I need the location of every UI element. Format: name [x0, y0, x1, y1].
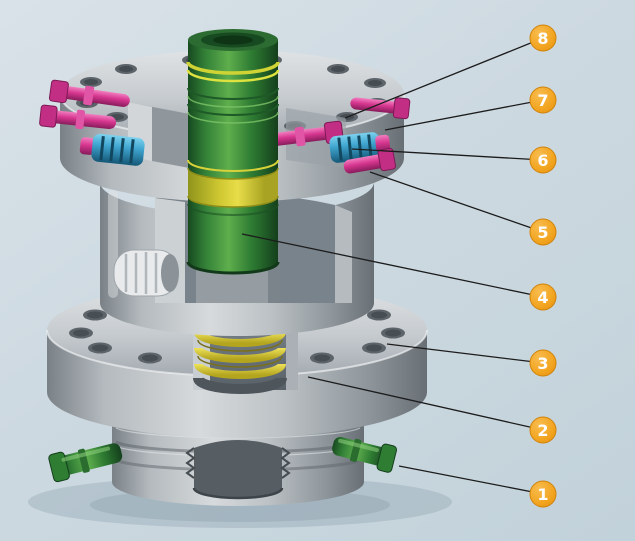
hanger-mandrel: [186, 29, 280, 275]
callout-1: 1: [398, 465, 557, 508]
test-plug-left: [48, 443, 123, 483]
stud-left-upper: [48, 79, 130, 107]
leader-line-4: [241, 233, 544, 298]
wellhead-cutaway-illustration: [28, 29, 452, 528]
valve-fitting-left: [79, 133, 145, 166]
threaded-side-outlet: [113, 249, 179, 297]
bottom-bore-opening: [185, 440, 291, 500]
leader-line-3: [386, 343, 544, 364]
callout-badge-4: [529, 283, 557, 311]
leader-line-5: [369, 171, 544, 233]
callout-8: 8: [344, 24, 557, 119]
callout-6: 6: [351, 146, 557, 174]
leader-line-1: [398, 465, 544, 495]
callout-number-3: 3: [537, 354, 548, 373]
callout-4: 4: [241, 233, 557, 311]
callout-number-2: 2: [537, 421, 548, 440]
callout-number-7: 7: [537, 91, 548, 110]
callout-badge-1: [529, 480, 557, 508]
leader-line-8: [344, 37, 544, 119]
callout-number-8: 8: [537, 29, 548, 48]
callout-badge-5: [529, 218, 557, 246]
callout-badge-8: [529, 24, 557, 52]
stud-left-lower: [39, 104, 117, 130]
callout-number-1: 1: [537, 485, 548, 504]
callouts: 8 7 6 5 4 3 2: [241, 24, 557, 508]
callout-number-6: 6: [537, 151, 548, 170]
leader-line-7: [384, 99, 544, 131]
callout-badge-2: [529, 416, 557, 444]
callout-7: 7: [384, 86, 557, 131]
test-plug-right: [332, 437, 397, 473]
callout-number-5: 5: [537, 223, 548, 242]
valve-fitting-right: [329, 132, 391, 163]
nut-right-lower: [343, 147, 397, 174]
leader-line-2: [307, 376, 544, 431]
callout-3: 3: [386, 343, 557, 377]
callout-badge-7: [529, 86, 557, 114]
callout-2: 2: [307, 376, 557, 444]
callout-badge-6: [529, 146, 557, 174]
callout-number-4: 4: [537, 288, 548, 307]
leader-line-6: [351, 148, 544, 161]
callout-badge-3: [529, 349, 557, 377]
callout-5: 5: [369, 171, 557, 246]
